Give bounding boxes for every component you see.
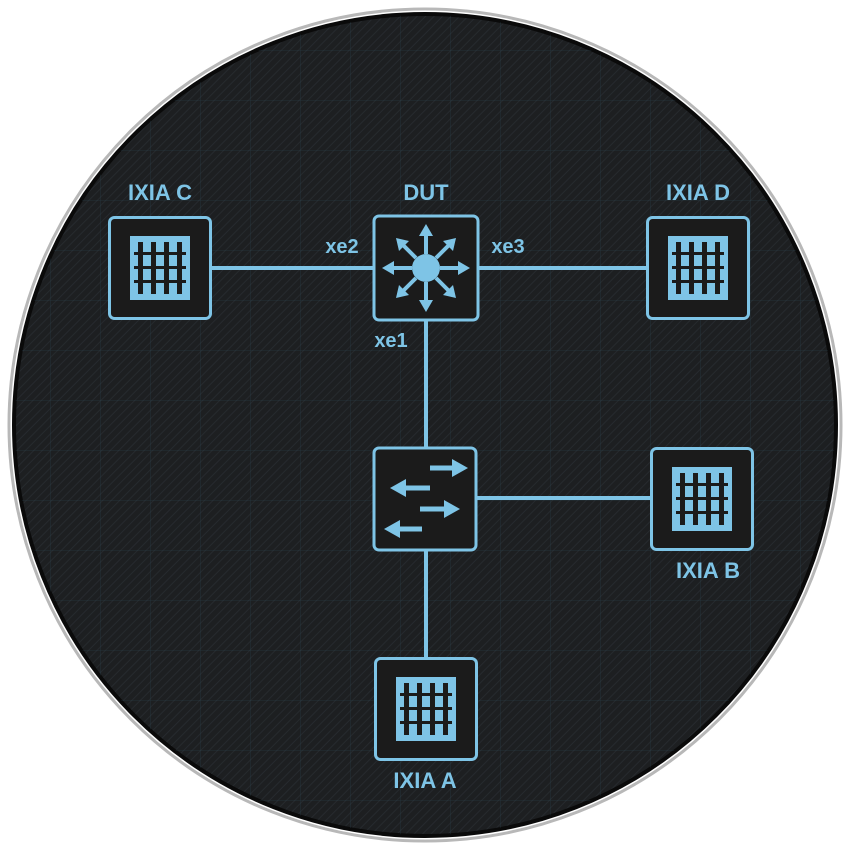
ixia-chassis-icon (646, 216, 750, 320)
node-ixia-b[interactable]: IXIA B (650, 447, 754, 584)
ixia-chassis-icon (374, 657, 478, 761)
links (212, 266, 650, 658)
node-dut[interactable]: DUT (372, 180, 480, 322)
ixia-b-label: IXIA B (676, 558, 740, 583)
port-label-xe3: xe3 (491, 236, 524, 258)
ixia-a-label: IXIA A (393, 768, 456, 793)
switch-icon (384, 459, 468, 538)
router-icon (382, 224, 470, 312)
dut-label: DUT (403, 180, 449, 205)
ixia-chassis-icon (108, 216, 212, 320)
ixia-chassis-icon (650, 447, 754, 551)
ixia-c-label: IXIA C (128, 180, 192, 205)
node-ixia-c[interactable]: IXIA C (108, 180, 212, 320)
ixia-d-label: IXIA D (666, 180, 730, 205)
node-ixia-d[interactable]: IXIA D (646, 180, 750, 320)
port-label-xe1: xe1 (374, 330, 407, 352)
node-ixia-a[interactable]: IXIA A (374, 657, 478, 794)
port-label-xe2: xe2 (325, 236, 358, 258)
node-switch[interactable] (372, 446, 478, 552)
